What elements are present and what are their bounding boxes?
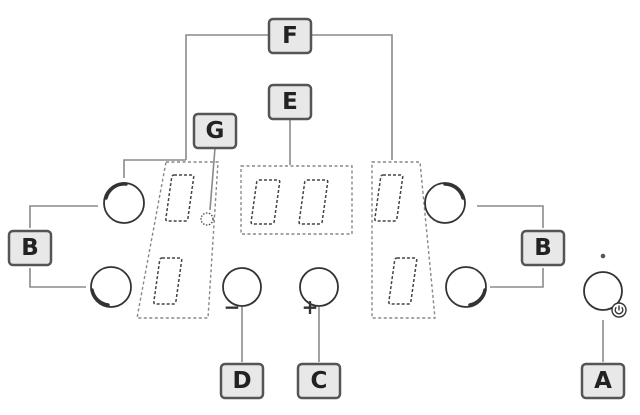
right-zone-display-frame xyxy=(371,161,436,319)
callout-b-left: B xyxy=(7,229,53,267)
leader-left-top-ring xyxy=(123,159,186,178)
callout-e-label: E xyxy=(282,89,298,115)
right-bottom-zone-button[interactable] xyxy=(445,266,487,308)
power-icon xyxy=(611,302,627,318)
plus-button[interactable]: + xyxy=(299,267,339,319)
callout-g: G xyxy=(192,112,238,150)
callout-a-label: A xyxy=(594,368,612,394)
callout-c: C xyxy=(296,362,342,400)
digit-zone-rear-right xyxy=(374,174,404,222)
display-frames xyxy=(136,161,436,319)
digit-timer-tens xyxy=(250,179,281,225)
zone-select-buttons xyxy=(90,182,487,308)
leader-g xyxy=(209,147,216,211)
left-top-zone-button[interactable] xyxy=(103,182,145,224)
callout-a: A xyxy=(580,362,626,400)
leader-f-right xyxy=(311,34,393,160)
leader-b-right xyxy=(477,205,544,288)
callout-d-label: D xyxy=(232,368,251,394)
left-bottom-zone-button[interactable] xyxy=(90,266,132,308)
seven-segment-digits xyxy=(153,174,418,305)
callout-b-right: B xyxy=(520,229,566,267)
leader-b-left xyxy=(29,205,98,288)
left-zone-display-frame xyxy=(136,161,219,319)
callout-f: F xyxy=(267,17,313,55)
power-button[interactable] xyxy=(583,253,627,318)
digit-zone-rear-left xyxy=(153,257,183,305)
residual-heat-dotted-circle-icon xyxy=(200,212,214,226)
callout-d: D xyxy=(219,362,265,400)
right-top-zone-button[interactable] xyxy=(424,182,466,224)
digit-zone-front-left xyxy=(165,174,195,222)
minus-button[interactable]: − xyxy=(222,267,262,319)
callout-b-left-label: B xyxy=(21,235,39,261)
callout-e: E xyxy=(267,83,313,121)
timer-display-frame xyxy=(240,165,353,235)
callout-c-label: C xyxy=(311,368,328,394)
callout-b-right-label: B xyxy=(534,235,552,261)
digit-zone-front-right xyxy=(388,257,418,305)
leader-f-left xyxy=(185,34,269,160)
minus-symbol: − xyxy=(224,295,241,319)
callout-g-label: G xyxy=(206,118,225,144)
callout-f-label: F xyxy=(282,23,298,49)
digit-timer-units xyxy=(298,179,329,225)
plus-symbol: + xyxy=(302,295,319,319)
leader-lines xyxy=(29,34,604,362)
